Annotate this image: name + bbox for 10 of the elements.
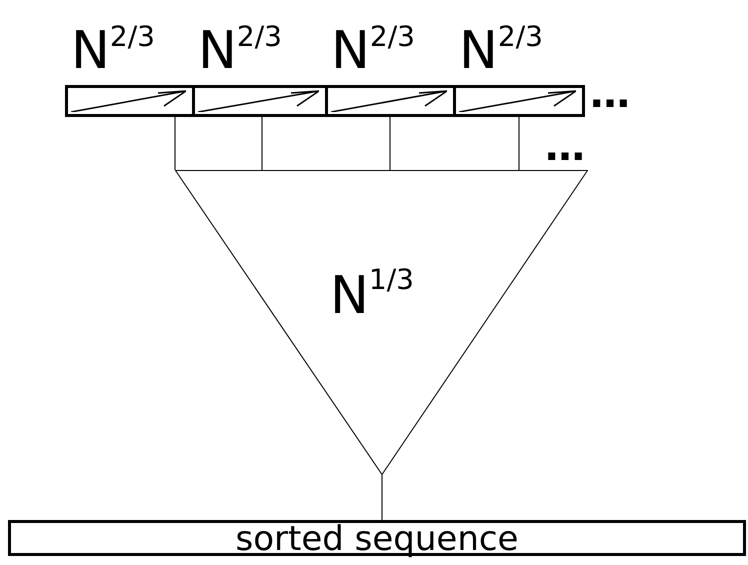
ellipsis-mark: … [590,72,630,116]
segment-label: N$^{2/3}$ [331,25,415,83]
segment-label: N$^{2/3}$ [71,25,155,83]
segment-label: N$^{2/3}$ [459,25,543,83]
output-box: sorted sequence [8,520,746,556]
connector-line [518,116,520,170]
ellipsis-mark: … [545,125,585,169]
merger-label: N$^{1/3}$ [330,270,414,328]
connector-line [174,116,176,170]
segment-label: N$^{2/3}$ [198,25,282,83]
